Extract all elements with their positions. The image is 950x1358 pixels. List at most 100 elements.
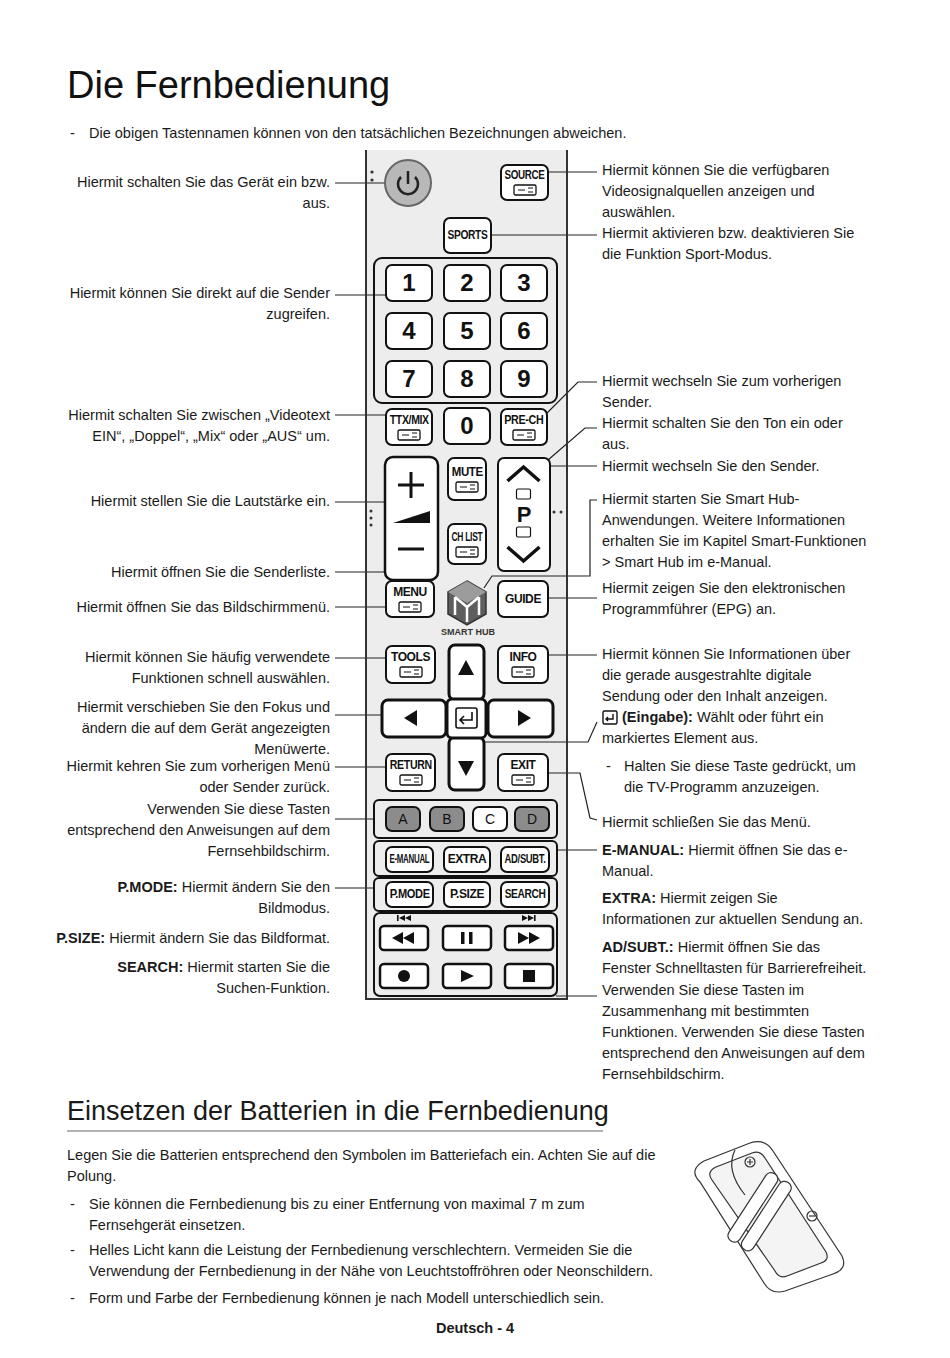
button-label: INFO bbox=[509, 651, 536, 664]
callout-text: Helles Licht kann die Leistung der Fernb… bbox=[89, 1240, 654, 1282]
small-icon bbox=[517, 489, 531, 499]
button-icon bbox=[404, 778, 419, 782]
leader-line bbox=[335, 182, 386, 183]
page-number: Deutsch - 4 bbox=[375, 1318, 575, 1339]
button-label: 5 bbox=[460, 318, 473, 344]
leader-line bbox=[548, 171, 597, 172]
button-icon bbox=[398, 430, 420, 440]
leader-line bbox=[335, 501, 386, 502]
remote-button: MUTE bbox=[447, 457, 487, 501]
bullet-dash: - bbox=[70, 1240, 84, 1261]
number-key: 7 bbox=[385, 360, 433, 398]
leader-line bbox=[335, 887, 375, 888]
bullet-dash: - bbox=[606, 756, 620, 777]
leader-line bbox=[335, 714, 384, 715]
button-label: EXTRA bbox=[448, 853, 487, 866]
number-key: 6 bbox=[500, 312, 548, 350]
direction-pad bbox=[488, 700, 553, 737]
button-icon bbox=[513, 184, 537, 196]
heading-rule bbox=[67, 1131, 603, 1132]
media-buttons bbox=[528, 915, 534, 921]
remote-button: TTX/MIX bbox=[385, 408, 433, 446]
button-icon bbox=[402, 433, 417, 437]
callout-text: Hiermit öffnen Sie die Senderliste. bbox=[65, 562, 330, 583]
section-heading: Einsetzen der Batterien in die Fernbedie… bbox=[67, 1093, 687, 1129]
button-frame bbox=[374, 878, 557, 911]
button-icon bbox=[397, 429, 421, 441]
media-buttons bbox=[380, 915, 553, 988]
smart-hub-button bbox=[448, 581, 486, 625]
direction-pad bbox=[518, 710, 531, 726]
remote-button: P.SIZE bbox=[443, 881, 491, 908]
button-icon bbox=[511, 774, 535, 786]
media-buttons bbox=[398, 970, 410, 982]
button-icon bbox=[399, 666, 423, 678]
number-key: 4 bbox=[385, 312, 433, 350]
button-icon bbox=[455, 546, 479, 558]
direction-pad bbox=[458, 761, 474, 776]
indicator-dots bbox=[553, 511, 556, 514]
media-buttons bbox=[405, 915, 411, 921]
indicator-dots bbox=[370, 510, 373, 513]
media-buttons bbox=[518, 932, 529, 944]
callout-text: P.MODE: Hiermit ändern Sie den Bildmodus… bbox=[65, 877, 330, 919]
heading-rule bbox=[67, 1131, 603, 1132]
button-icon bbox=[516, 670, 531, 674]
callout-text: Sie können die Fernbedienung bis zu eine… bbox=[89, 1194, 654, 1236]
button-icon bbox=[398, 601, 422, 613]
leader-line bbox=[548, 597, 597, 598]
remote-button: SPORTS bbox=[443, 217, 492, 254]
button-label: 8 bbox=[460, 366, 473, 392]
leader-line bbox=[335, 172, 597, 996]
direction-pad bbox=[460, 712, 472, 724]
enter-icon bbox=[603, 711, 617, 724]
direction-pad bbox=[447, 699, 486, 738]
button-frame bbox=[374, 258, 557, 996]
enter-icon bbox=[606, 714, 613, 721]
leader-line bbox=[335, 606, 386, 607]
battery-illustration bbox=[739, 1179, 793, 1253]
button-label: PRE-CH bbox=[504, 414, 543, 427]
callout-text: Die obigen Tastennamen können von den ta… bbox=[89, 123, 669, 144]
callout-text: Hiermit aktivieren bzw. deaktivieren Sie… bbox=[602, 223, 870, 265]
power-button bbox=[385, 160, 431, 206]
callout-text: Hiermit stellen Sie die Lautstärke ein. bbox=[65, 491, 330, 512]
button-icon bbox=[455, 481, 479, 493]
smart-hub-button bbox=[448, 581, 486, 625]
bullet-dash: - bbox=[70, 1288, 84, 1309]
callout-text: Hiermit können Sie direkt auf die Sender… bbox=[65, 283, 330, 325]
enter-icon bbox=[603, 711, 617, 724]
battery-illustration bbox=[745, 1157, 755, 1167]
button-icon bbox=[518, 188, 533, 192]
button-label: 1 bbox=[402, 270, 415, 296]
button-label: 9 bbox=[517, 366, 530, 392]
callout-text: Hiermit öffnen Sie das Bildschirmmenü. bbox=[65, 597, 330, 618]
button-label: 0 bbox=[460, 413, 473, 439]
leader-line bbox=[335, 414, 386, 415]
button-icon bbox=[516, 778, 531, 782]
number-key: 1 bbox=[385, 264, 433, 302]
button-label: C bbox=[485, 813, 495, 826]
remote-button: RETURN bbox=[385, 753, 436, 792]
callout-text: Hiermit schalten Sie das Gerät ein bzw. … bbox=[65, 172, 330, 214]
button-icon bbox=[513, 430, 535, 440]
chevron bbox=[508, 547, 540, 561]
button-icon bbox=[514, 185, 536, 195]
button-label: TTX/MIX bbox=[390, 414, 429, 427]
remote-button: EXIT bbox=[497, 753, 549, 792]
smart-hub-button bbox=[455, 597, 479, 622]
remote-housing bbox=[366, 150, 567, 999]
page-title: Die Fernbedienung bbox=[67, 62, 390, 108]
volume-rocker bbox=[385, 457, 438, 580]
button-icon bbox=[512, 429, 536, 441]
battery-illustration bbox=[710, 1152, 827, 1277]
media-buttons bbox=[380, 964, 428, 988]
button-label: AD/SUBT. bbox=[505, 853, 546, 866]
button-icon bbox=[399, 774, 423, 786]
button-icon bbox=[399, 602, 421, 612]
callout-text: Hiermit können Sie die verfügbaren Video… bbox=[602, 160, 870, 223]
bullet-dash: - bbox=[70, 1194, 84, 1215]
number-key: 9 bbox=[500, 360, 548, 398]
battery-illustration bbox=[695, 1142, 844, 1292]
color-key: A bbox=[385, 806, 421, 832]
